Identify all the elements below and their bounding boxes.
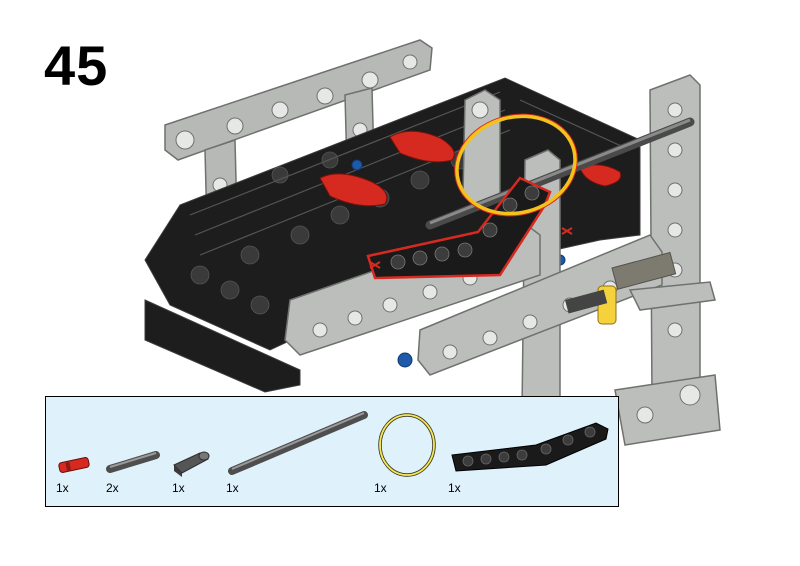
part-qty: 2x	[106, 481, 119, 495]
short-axle-part	[106, 451, 160, 473]
part-qty: 1x	[172, 481, 185, 495]
bent-liftarm-part	[451, 422, 609, 472]
red-parts	[319, 107, 701, 207]
red-axle-pin-part	[58, 457, 90, 473]
rubber-band-part	[378, 413, 436, 477]
bent-liftarm-model	[366, 176, 573, 280]
part-qty: 1x	[226, 481, 239, 495]
long-axle-part	[228, 411, 368, 475]
part-qty: 1x	[56, 481, 69, 495]
rubber-band-model	[454, 113, 578, 217]
yellow-bush	[565, 251, 677, 325]
axle-connector-part	[173, 451, 210, 477]
part-qty: 1x	[374, 481, 387, 495]
part-qty: 1x	[448, 481, 461, 495]
step-number: 45	[44, 34, 109, 97]
parts-list: 1x 2x 1x 1x 1x 1x	[45, 396, 619, 507]
